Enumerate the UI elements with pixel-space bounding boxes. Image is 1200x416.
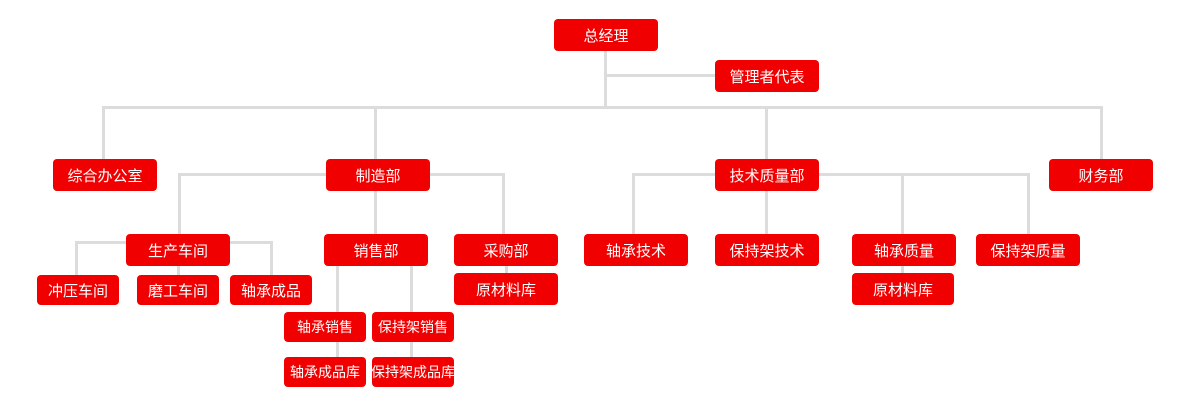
connector-line bbox=[901, 264, 904, 274]
node-stamping-workshop[interactable]: 冲压车间 bbox=[37, 275, 119, 305]
connector-line bbox=[1027, 173, 1030, 235]
node-general-manager[interactable]: 总经理 bbox=[554, 19, 658, 51]
connector-line bbox=[177, 264, 180, 276]
connector-line bbox=[901, 173, 904, 235]
connector-line bbox=[632, 173, 635, 235]
node-bearing-tech[interactable]: 轴承技术 bbox=[584, 234, 688, 266]
node-bearing-product-warehouse[interactable]: 轴承成品库 bbox=[284, 357, 366, 387]
connector-line bbox=[604, 50, 607, 109]
node-bearing-products[interactable]: 轴承成品 bbox=[230, 275, 312, 305]
connector-line bbox=[270, 241, 273, 276]
connector-line bbox=[502, 173, 505, 235]
connector-line bbox=[765, 106, 768, 160]
node-production-workshop[interactable]: 生产车间 bbox=[126, 234, 230, 266]
node-general-office[interactable]: 综合办公室 bbox=[53, 159, 157, 191]
node-sales-dept[interactable]: 销售部 bbox=[324, 234, 428, 266]
connector-line bbox=[1100, 106, 1103, 160]
node-management-representative[interactable]: 管理者代表 bbox=[715, 60, 819, 92]
connector-line bbox=[374, 190, 377, 235]
connector-line bbox=[374, 106, 377, 160]
node-cage-product-warehouse[interactable]: 保持架成品库 bbox=[372, 357, 454, 387]
connector-line bbox=[102, 106, 105, 160]
node-raw-material-warehouse-quality[interactable]: 原材料库 bbox=[852, 273, 954, 305]
connector-line bbox=[102, 106, 1103, 109]
connector-line bbox=[410, 264, 413, 358]
connector-line bbox=[505, 264, 508, 274]
node-cage-sales[interactable]: 保持架销售 bbox=[372, 312, 454, 342]
node-tech-quality-dept[interactable]: 技术质量部 bbox=[715, 159, 819, 191]
node-bearing-quality[interactable]: 轴承质量 bbox=[852, 234, 956, 266]
node-grinding-workshop[interactable]: 磨工车间 bbox=[137, 275, 219, 305]
connector-line bbox=[604, 74, 716, 77]
node-purchasing-dept[interactable]: 采购部 bbox=[454, 234, 558, 266]
node-manufacturing-dept[interactable]: 制造部 bbox=[326, 159, 430, 191]
node-raw-material-warehouse[interactable]: 原材料库 bbox=[454, 273, 558, 305]
connector-line bbox=[632, 173, 1030, 176]
connector-line bbox=[75, 241, 78, 276]
node-finance-dept[interactable]: 财务部 bbox=[1049, 159, 1153, 191]
node-bearing-sales[interactable]: 轴承销售 bbox=[284, 312, 366, 342]
connector-line bbox=[178, 173, 181, 235]
connector-line bbox=[765, 190, 768, 235]
node-cage-tech[interactable]: 保持架技术 bbox=[715, 234, 819, 266]
connector-line bbox=[336, 264, 339, 358]
node-cage-quality[interactable]: 保持架质量 bbox=[976, 234, 1080, 266]
